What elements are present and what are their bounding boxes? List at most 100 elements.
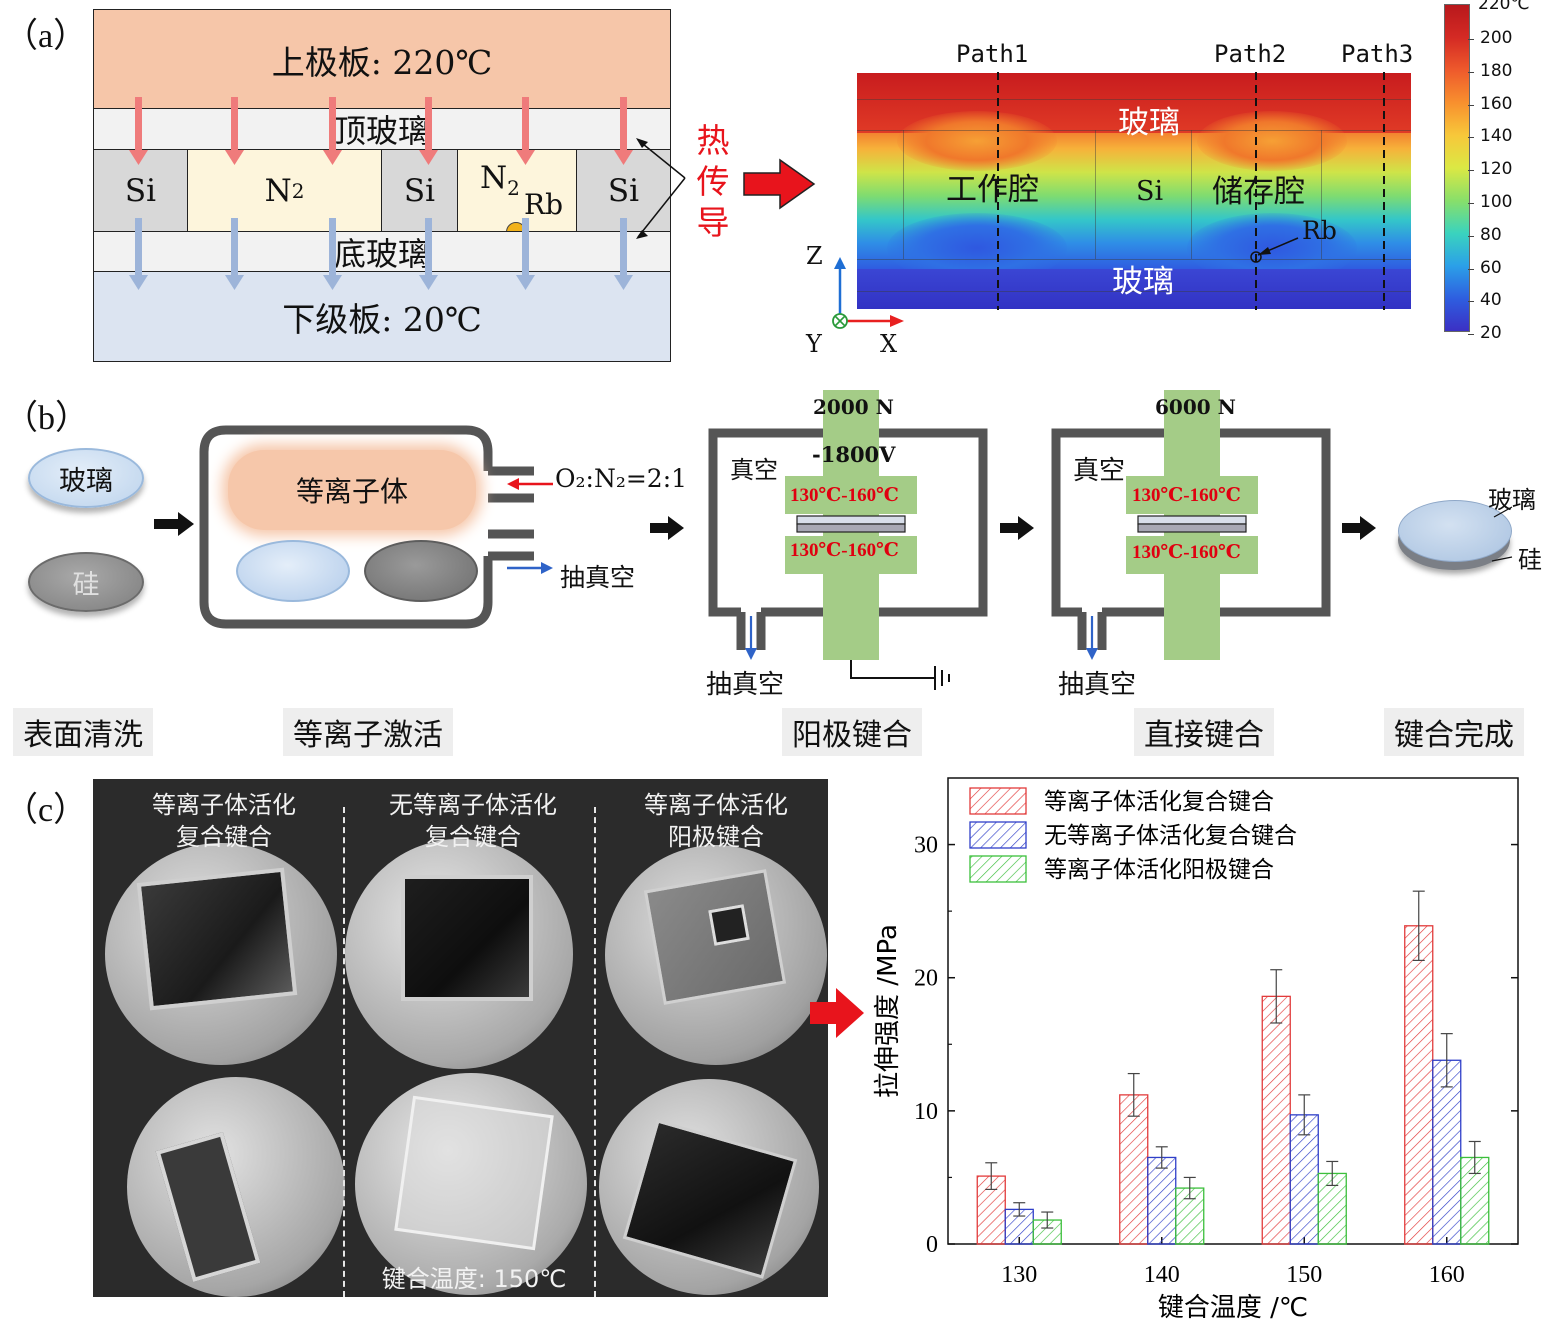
step-anodic-bonding: 阳极键合 [782,708,922,756]
step-bond-complete: 键合完成 [1384,708,1524,756]
gas-inlet-arrow [507,478,553,490]
x-tick-label: 150 [1286,1262,1322,1288]
sim-work-cavity: 工作腔 [946,172,1039,208]
bar [1289,1114,1319,1245]
temp-anodic-top: 130℃-160℃ [790,485,899,506]
path-lines [997,72,1385,310]
panel-b-label: （b） [4,400,89,437]
bonded-wafer-glass [1398,500,1512,562]
axis-z-label: Z [806,242,823,270]
axis-y-label: Y [806,330,822,358]
temp-anodic-bottom: 130℃-160℃ [790,540,899,561]
sim-rb: Rb [1302,216,1337,245]
vacuum-label-1: 真空 [730,456,778,484]
plot-frame [947,777,1519,1245]
chamber-glass-wafer [236,540,350,602]
temp-direct-top: 130℃-160℃ [1132,485,1241,506]
direct-chamber [1051,390,1331,660]
vacuum-pump-label-2: 抽真空 [706,670,785,700]
colorbar-tick-mark [1468,268,1474,270]
panel-a-label: （a） [4,18,88,55]
voltage-label: -1800V [812,442,896,467]
sim-glass-bottom: 玻璃 [1112,264,1174,300]
colorbar-tick-mark [1468,71,1474,73]
step-surface-clean: 表面清洗 [13,708,153,756]
plasma-chamber [199,425,534,629]
colorbar-tick-label: 180 [1480,60,1513,81]
colorbar-unit: 220℃ [1478,0,1530,14]
photo-caption-3: 等离子体活化阳极键合 [644,791,788,851]
legend-label: 等离子体活化阳极键合 [1044,857,1274,883]
n2-label-1: N [264,172,292,209]
sample-chip [394,1095,554,1251]
legend-label: 无等离子体活化复合键合 [1044,823,1297,849]
arrow-step-3 [1000,516,1034,540]
colorbar-tick-label: 200 [1480,28,1513,48]
n2-sub-1: 2 [291,178,305,203]
sample-chip [136,867,298,1011]
y-tick-label: 0 [926,1232,938,1258]
x-axis-label: 键合温度 /℃ [1158,1293,1308,1323]
colorbar-tick-label: 140 [1480,126,1513,147]
colorbar-tick-mark [1468,137,1474,139]
colorbar-tick-label: 80 [1480,224,1502,245]
sim-glass-top: 玻璃 [1118,105,1180,141]
y-axis-label: 拉伸强度 /MPa [873,924,903,1098]
temp-direct-bottom: 130℃-160℃ [1132,542,1241,563]
colorbar-tick-mark [1468,39,1474,40]
photo-temp-caption: 键合温度: 150℃ [381,1265,567,1293]
photo-divider-2 [594,807,596,1297]
silicon-wafer: 硅 [28,552,144,612]
colorbar [1444,4,1470,332]
x-tick-label: 140 [1144,1262,1180,1288]
gas-ratio: O₂:N₂=2:1 [555,464,688,493]
thermal-simulation-map [857,73,1411,309]
colorbar-tick-label: 60 [1480,257,1502,278]
path1-label: Path1 [956,40,1029,68]
anodic-chamber [708,390,988,690]
photo-caption-2: 无等离子体活化复合键合 [389,791,557,851]
bar [1404,925,1434,1245]
arrow-step-2 [650,516,684,540]
photo-divider-1 [343,807,345,1297]
bonded-wafer-leaders [1491,506,1513,562]
legend-swatch [969,821,1027,849]
path3-label: Path3 [1341,40,1414,68]
colorbar-tick-label: 40 [1480,290,1502,311]
colorbar-tick-mark [1468,170,1474,172]
colorbar-tick-mark [1468,235,1474,237]
bar [1119,1094,1149,1245]
heat-transfer-arrow [743,158,816,210]
y-tick-label: 30 [914,833,938,859]
colorbar-tick-label: 120 [1480,159,1513,180]
colorbar-tick-mark [1468,301,1474,303]
legend-label: 等离子体活化复合键合 [1044,789,1274,815]
axis-x-label: X [880,330,898,358]
colorbar-tick-mark [1468,334,1474,336]
colorbar-tick-mark [1468,203,1474,204]
step-plasma-activation: 等离子激活 [283,708,453,756]
vacuum-pump-label-1: 抽真空 [560,563,636,592]
plasma-cloud: 等离子体 [228,450,476,530]
path2-label: Path2 [1214,40,1287,68]
vacuum-pump-label-3: 抽真空 [1058,670,1137,700]
top-plate: 上极板: 220℃ [93,9,671,110]
arrow-step-4 [1342,516,1376,540]
final-glass-label: 玻璃 [1488,486,1536,514]
n2-label-2: N2 [480,160,520,201]
legend-swatch [969,855,1027,883]
colorbar-tick-mark [1468,104,1474,106]
x-tick-label: 160 [1429,1262,1465,1288]
bar [1147,1156,1177,1245]
heat-flow-arrows [129,97,686,290]
bottom-glass: 底玻璃 [93,231,671,273]
colorbar-tick-label: 100 [1480,192,1513,212]
chamber-silicon-wafer [364,540,478,602]
axis-triad [832,257,904,329]
step-direct-bonding: 直接键合 [1134,708,1274,756]
vacuum-label-2: 真空 [1073,456,1126,486]
colorbar-tick-label: 160 [1480,93,1513,114]
sample-chip-fragment [708,904,750,946]
bar [1261,995,1291,1245]
